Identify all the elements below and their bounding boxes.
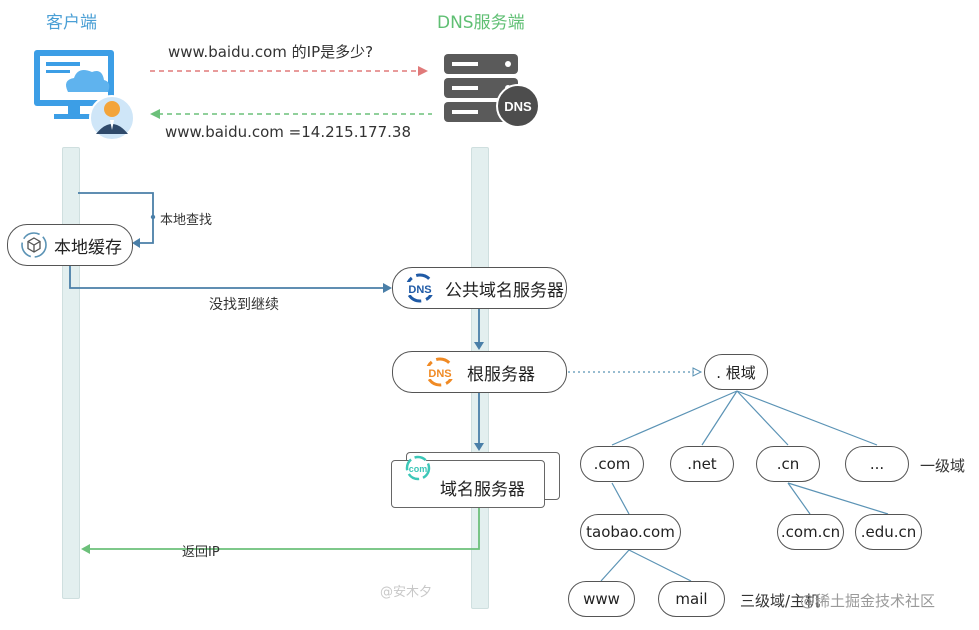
public-dns-server-node: DNS 公共域名服务器 [392, 267, 567, 309]
return-ip-arrow [88, 508, 480, 550]
tree-node-com: .com [580, 446, 644, 482]
tree-node-edu-cn: .edu.cn [855, 514, 922, 550]
com-badge-icon: com [405, 455, 431, 481]
tree-root-node: . 根域 [704, 354, 768, 390]
dns-logo-blue-icon: DNS [403, 273, 437, 303]
tree-node-cn: .cn [756, 446, 820, 482]
local-lookup-arrowhead [132, 238, 140, 248]
dns-server-title: DNS服务端 [437, 13, 525, 33]
author-watermark: @安木夕 [380, 585, 433, 600]
level3-label: 三级域/主机 [740, 592, 821, 610]
public-dns-label: 公共域名服务器 [445, 280, 564, 301]
level1-label: 一级域 [920, 457, 966, 475]
tree-node-taobao: taobao.com [580, 514, 681, 550]
domain-server-node: com 域名服务器 [391, 455, 545, 508]
root-server-node: DNS 根服务器 [392, 351, 567, 393]
root-server-label: 根服务器 [467, 364, 535, 385]
dns-server-icon: DNS [444, 54, 540, 128]
dns-logo-orange-icon: DNS [423, 357, 457, 387]
tree-node-net: .net [670, 446, 734, 482]
query-message: www.baidu.com 的IP是多少? [168, 43, 374, 61]
answer-arrowhead [150, 109, 160, 119]
query-arrowhead [418, 66, 428, 76]
tree-node-ellipsis: ... [845, 446, 909, 482]
not-found-arrow [69, 265, 384, 289]
com-badge-text: com [409, 464, 428, 474]
dns-logo-blue-text: DNS [408, 284, 431, 296]
client-computer-icon [34, 50, 135, 141]
dns-badge-text: DNS [504, 99, 532, 114]
local-lookup-dot [150, 214, 156, 220]
return-ip-label: 返回IP [182, 545, 220, 560]
to-domain-arrowhead [474, 443, 484, 451]
to-root-arrowhead [474, 342, 484, 350]
tree-node-mail: mail [658, 581, 725, 617]
not-found-arrowhead [383, 283, 392, 293]
local-cache-node: 本地缓存 [7, 224, 133, 266]
cube-icon [21, 232, 47, 258]
tree-node-com-cn: .com.cn [777, 514, 844, 550]
not-found-label: 没找到继续 [209, 297, 279, 313]
client-title: 客户端 [46, 13, 97, 33]
dns-logo-orange-text: DNS [428, 368, 451, 380]
domain-server-label: 域名服务器 [440, 480, 525, 500]
root-to-tree-arrowhead [692, 367, 703, 377]
local-cache-label: 本地缓存 [54, 237, 122, 258]
return-ip-arrowhead [81, 544, 90, 554]
site-watermark: @稀土掘金技术社区 [800, 592, 936, 610]
local-lookup-label: 本地查找 [160, 213, 213, 228]
answer-message: www.baidu.com =14.215.177.38 [165, 123, 411, 141]
tree-node-www: www [568, 581, 635, 617]
